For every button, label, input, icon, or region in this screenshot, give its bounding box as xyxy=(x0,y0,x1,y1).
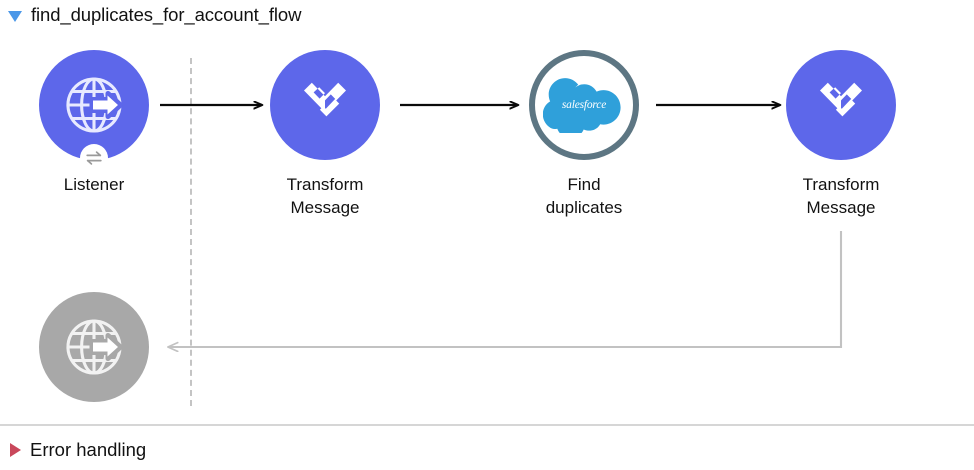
salesforce-cloud-icon: salesforce xyxy=(543,78,621,133)
source-boundary-divider xyxy=(190,58,192,406)
node-transform-message-2-circle[interactable] xyxy=(786,50,896,160)
node-listener-response-circle[interactable] xyxy=(39,292,149,402)
node-listener-circle[interactable] xyxy=(39,50,149,172)
node-transform-message-1-label: Transform Message xyxy=(286,175,364,217)
svg-text:salesforce: salesforce xyxy=(562,99,606,111)
caret-right-icon[interactable] xyxy=(10,443,21,457)
node-transform-message-1-circle[interactable] xyxy=(270,50,380,160)
node-listener-response[interactable] xyxy=(39,292,149,415)
node-find-duplicates-label: Find duplicates xyxy=(545,175,623,217)
node-transform-message-2-label: Transform Message xyxy=(802,175,880,217)
listener-mode-badge xyxy=(80,144,108,172)
section-divider xyxy=(0,424,974,426)
node-transform-message-2[interactable]: Transform Message xyxy=(786,50,896,219)
caret-down-icon[interactable] xyxy=(8,10,22,22)
error-handling-section[interactable]: Error handling xyxy=(8,436,146,464)
node-find-duplicates[interactable]: salesforce Find duplicates xyxy=(529,50,639,219)
page-title: find_duplicates_for_account_flow xyxy=(31,4,302,25)
node-transform-message-1[interactable]: Transform Message xyxy=(270,50,380,219)
connector-transform-2-to-listener-response xyxy=(168,231,843,347)
node-listener[interactable]: Listener xyxy=(39,50,149,196)
node-listener-label: Listener xyxy=(63,175,125,194)
globe-arrow-icon xyxy=(66,77,123,133)
node-find-duplicates-circle[interactable]: salesforce xyxy=(529,50,639,160)
globe-arrow-icon xyxy=(66,319,123,375)
dataweave-icon xyxy=(820,82,862,117)
flow-header[interactable]: find_duplicates_for_account_flow xyxy=(0,0,301,30)
error-handling-label: Error handling xyxy=(30,439,147,460)
bidirectional-arrows-icon xyxy=(86,151,102,165)
dataweave-icon xyxy=(304,82,346,117)
